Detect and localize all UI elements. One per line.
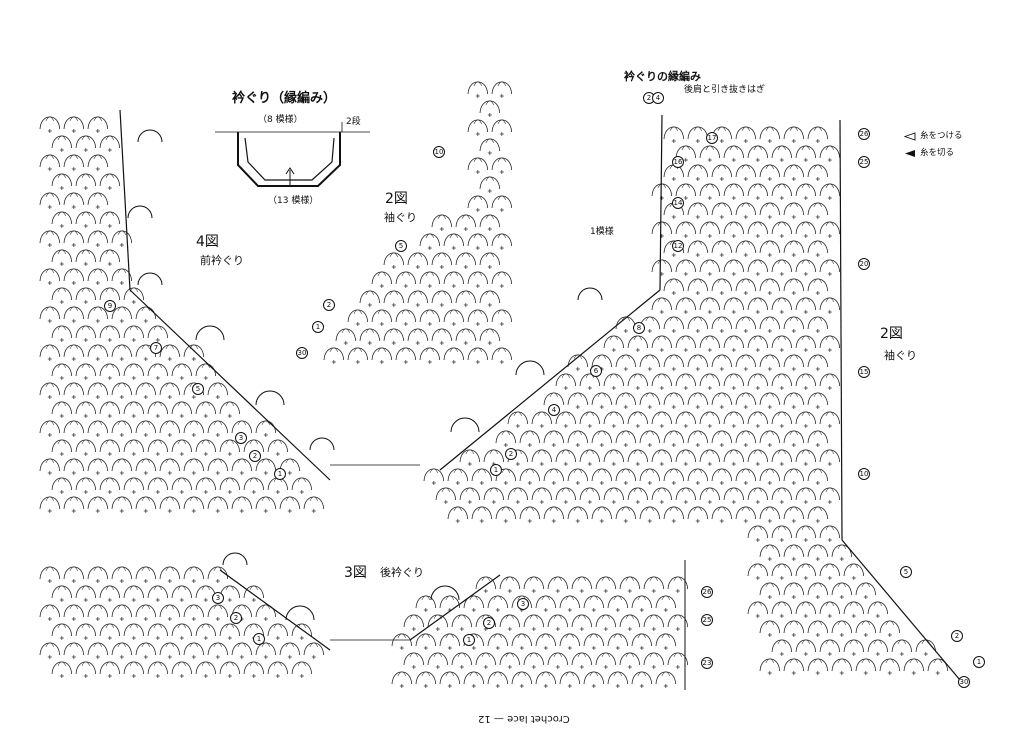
right-side-marker: 10 xyxy=(858,468,870,480)
legend-attach-icon xyxy=(904,132,916,141)
right-inner-marker: 8 xyxy=(633,322,645,334)
fig3-mid-marker: 3 xyxy=(517,598,529,610)
fig2a-label: 2図 xyxy=(385,191,408,207)
right-side-marker: 2 xyxy=(951,630,963,642)
neck-edging-right-title: 衿ぐりの縁編み xyxy=(624,70,701,83)
motif-1-label: 1模様 xyxy=(590,227,614,237)
fig2a-marker: 10 xyxy=(433,146,445,158)
fig2a-marker: 1 xyxy=(312,321,324,333)
fig2b-sub-label: 袖ぐり xyxy=(884,349,917,362)
fig4-marker: 7 xyxy=(150,342,162,354)
fig2a-marker: 2 xyxy=(323,299,335,311)
right-inner-marker: 6 xyxy=(590,365,602,377)
fig3-left-marker: 3 xyxy=(212,592,224,604)
fig2b-label: 2図 xyxy=(880,326,903,342)
fig2a-marker: 30 xyxy=(296,347,308,359)
rows-2-label: 2段 xyxy=(346,117,361,127)
right-side-marker: 5 xyxy=(900,566,912,578)
fig3-mid-marker: 2 xyxy=(483,617,495,629)
motif-8-label: （8 模様） xyxy=(258,115,303,125)
neck-schematic xyxy=(215,122,370,187)
right-side-marker: 30 xyxy=(958,676,970,688)
fig2a-marker: 5 xyxy=(395,240,407,252)
fig3-sub-label: 後衿ぐり xyxy=(380,566,424,579)
legend-cut-label: 糸を切る xyxy=(920,148,955,158)
right-inner-marker: 2 xyxy=(505,448,517,460)
page-footer: Crochet lace — 12 xyxy=(478,713,570,724)
fig4-sub-label: 前衿ぐり xyxy=(200,254,244,267)
right-inner-marker: 12 xyxy=(672,240,684,252)
neck-edging-title: 衿ぐり（縁編み） xyxy=(232,91,337,106)
fig2a-sub-label: 袖ぐり xyxy=(384,211,417,224)
right-inner-marker: 17 xyxy=(706,132,718,144)
right-inner-marker: 4 xyxy=(548,404,560,416)
right-side-marker: 20 xyxy=(858,258,870,270)
fig3-right-marker: 23 xyxy=(701,657,713,669)
legend-attach-label: 糸をつける xyxy=(920,131,963,141)
fig3-left-marker: 1 xyxy=(253,633,265,645)
fig3-right-marker: 25 xyxy=(701,614,713,626)
right-top-marker: 4 xyxy=(652,92,664,104)
fig4-marker: 9 xyxy=(104,300,116,312)
right-inner-marker: 14 xyxy=(672,197,684,209)
fig3-label: 3図 xyxy=(344,565,367,581)
fig4-marker: 1 xyxy=(274,468,286,480)
fig4-marker: 3 xyxy=(235,432,247,444)
fig4-label: 4図 xyxy=(196,234,219,250)
right-side-marker: 25 xyxy=(858,156,870,168)
fig4-marker: 5 xyxy=(192,383,204,395)
legend-cut-icon xyxy=(905,150,915,157)
back-join-label: 後肩と引き抜きはぎ xyxy=(684,85,766,95)
fig3-mid-marker: 1 xyxy=(463,634,475,646)
right-side-marker: 15 xyxy=(858,366,870,378)
fig3-right-marker: 26 xyxy=(701,586,713,598)
right-inner-marker: 1 xyxy=(490,464,502,476)
right-side-marker: 1 xyxy=(973,656,985,668)
right-inner-marker: 16 xyxy=(672,156,684,168)
fig4-marker: 2 xyxy=(249,450,261,462)
fig3-left-marker: 2 xyxy=(230,612,242,624)
motif-13-label: （13 模様） xyxy=(268,196,319,206)
right-side-marker: 26 xyxy=(858,128,870,140)
